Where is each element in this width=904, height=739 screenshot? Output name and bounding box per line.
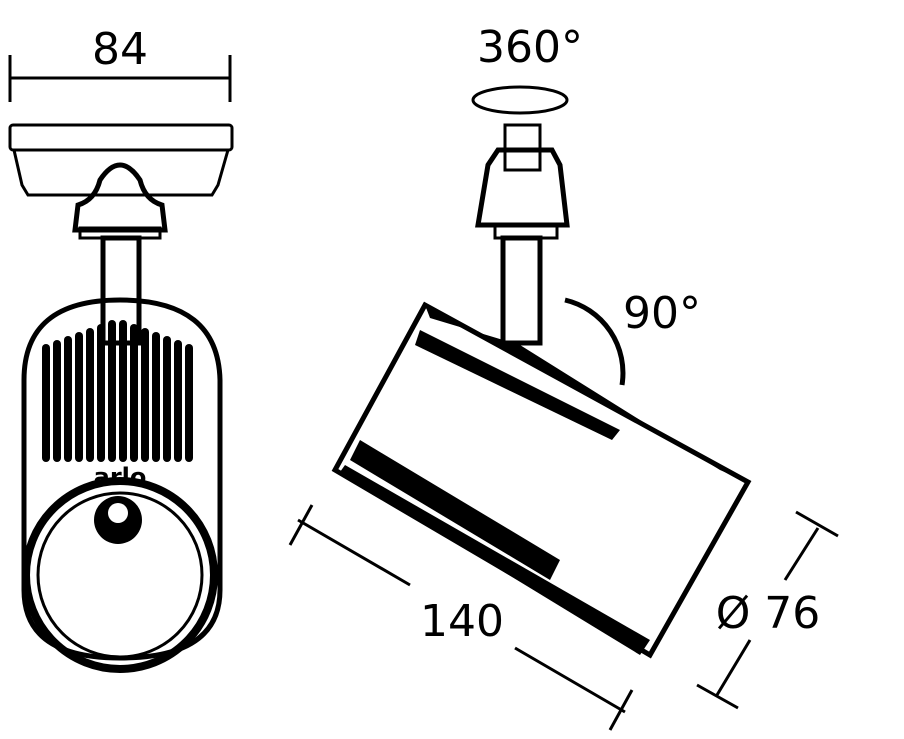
fin (119, 320, 127, 462)
fin (163, 336, 171, 462)
fin (97, 324, 105, 462)
fin (152, 332, 160, 462)
fin (141, 328, 149, 462)
side-stem (500, 235, 543, 346)
fin (64, 336, 72, 462)
fin (86, 328, 94, 462)
front-view: 84 arlo (8, 24, 234, 673)
rotation-arrow-icon (471, 85, 569, 115)
lamp-cylinder (331, 301, 752, 659)
width-dimension: 84 (8, 24, 232, 102)
fin (185, 344, 193, 462)
fin (174, 340, 182, 462)
tilt-label: 90° (623, 288, 701, 339)
width-label: 84 (92, 24, 148, 75)
diameter-label: Ø 76 (716, 588, 821, 639)
fin (108, 320, 116, 462)
fin (130, 324, 138, 462)
fin (75, 332, 83, 462)
diameter-dimension: Ø 76 (696, 510, 839, 710)
track-adapter (8, 123, 234, 240)
lamp-body: arlo (21, 297, 223, 673)
fin (42, 344, 50, 462)
length-label: 140 (420, 596, 504, 647)
side-adapter (475, 123, 570, 240)
heat-sink-fins (42, 320, 193, 462)
tilt-arc (564, 297, 626, 386)
rotation-label: 360° (477, 22, 583, 73)
fin (53, 340, 61, 462)
side-view: 360° 90° 140 Ø 76 (288, 22, 839, 731)
length-dimension: 140 (288, 504, 634, 731)
